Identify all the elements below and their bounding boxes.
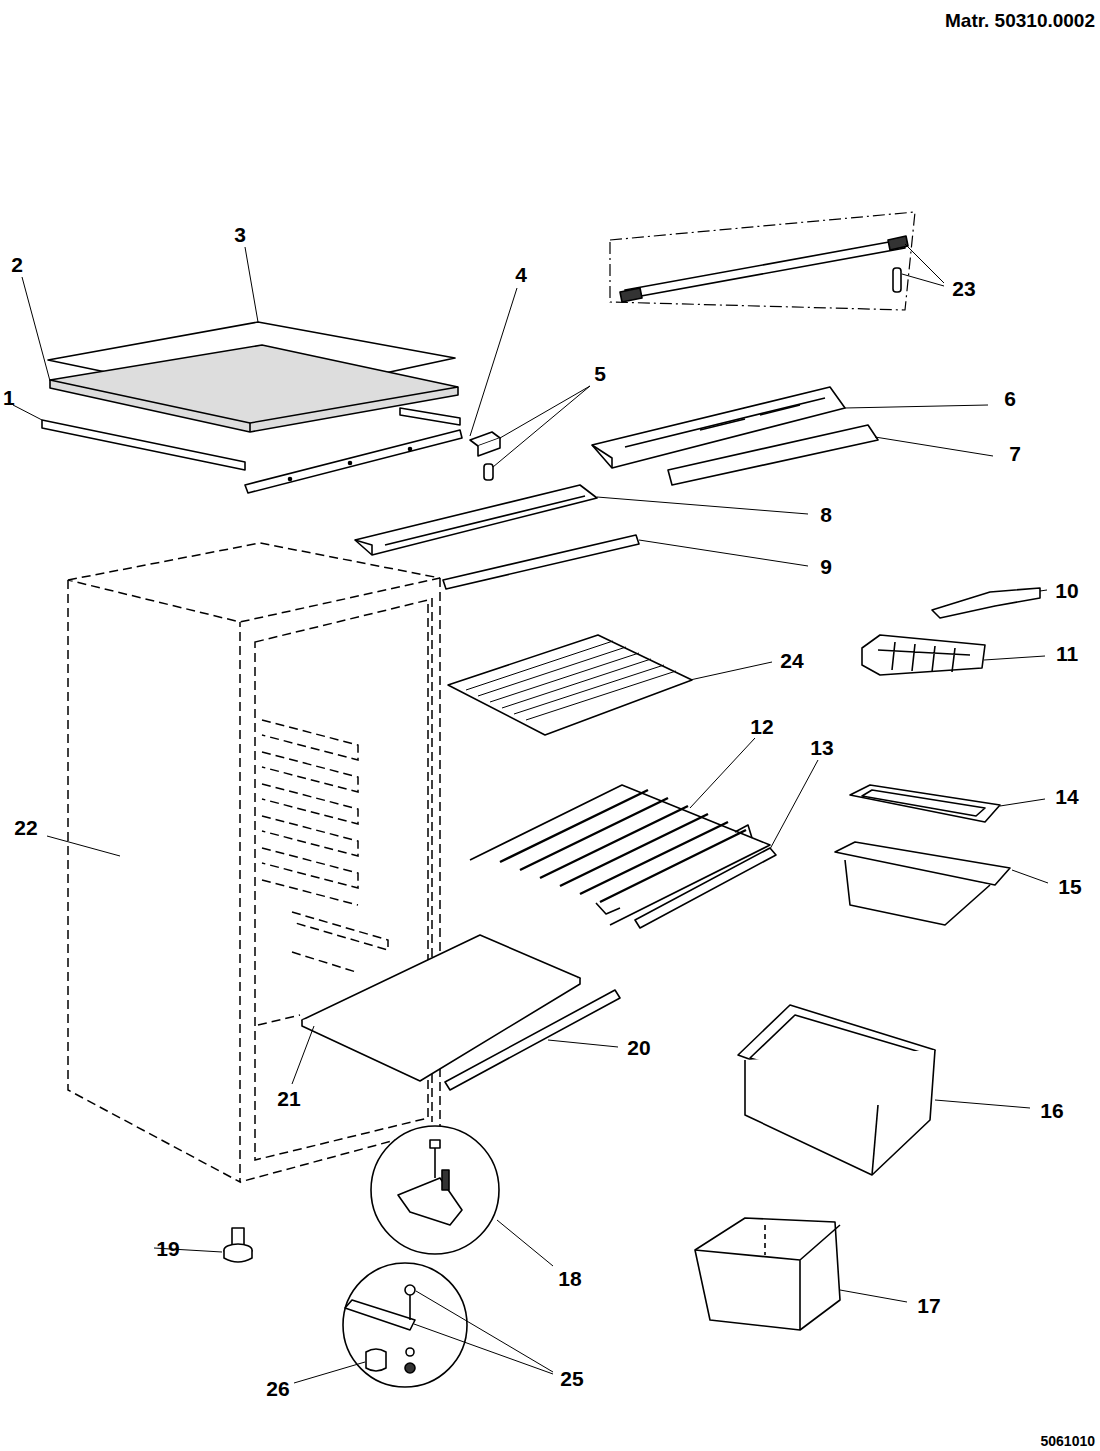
- callout-number: 5: [594, 363, 606, 384]
- callout-number: 17: [917, 1295, 940, 1316]
- callout-number: 20: [627, 1037, 650, 1058]
- callout-number: 1: [3, 387, 15, 408]
- cabinet-outline: [68, 543, 440, 1182]
- callout-number: 23: [952, 278, 975, 299]
- callout-number: 25: [560, 1368, 583, 1389]
- callout-number: 12: [750, 716, 773, 737]
- callout-number: 21: [277, 1088, 300, 1109]
- callout-number: 16: [1040, 1100, 1063, 1121]
- callout-number: 13: [810, 737, 833, 758]
- leader-lines: [13, 244, 1048, 1383]
- callout-number: 22: [14, 817, 37, 838]
- callout-number: 15: [1058, 876, 1081, 897]
- parts: [42, 212, 1040, 1387]
- callout-number: 24: [780, 650, 803, 671]
- callout-number: 8: [820, 504, 832, 525]
- callout-number: 14: [1055, 786, 1078, 807]
- callout-number: 6: [1004, 388, 1016, 409]
- callout-number: 18: [558, 1268, 581, 1289]
- part-code: 5061010: [1040, 1434, 1095, 1448]
- callout-number: 10: [1055, 580, 1078, 601]
- callout-number: 11: [1056, 643, 1078, 664]
- callout-number: 26: [266, 1378, 289, 1399]
- callout-number: 7: [1009, 443, 1021, 464]
- callout-number: 19: [156, 1238, 179, 1259]
- callout-number: 3: [234, 224, 246, 245]
- callout-number: 2: [11, 254, 23, 275]
- callout-number: 4: [515, 264, 527, 285]
- callout-number: 9: [820, 556, 832, 577]
- part-code: Matr. 50310.0002: [945, 11, 1095, 30]
